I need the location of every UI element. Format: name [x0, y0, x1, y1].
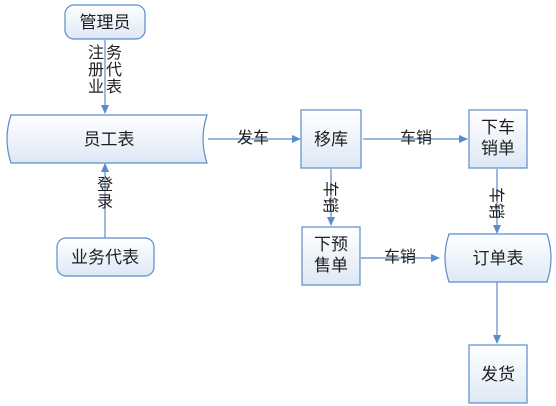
- edge-label-login: 登录: [97, 175, 113, 211]
- node-ship-label: 发货: [481, 365, 515, 385]
- node-presale-note-label: 下预售单: [314, 235, 348, 276]
- edge-label-car-sales-2: 车销: [321, 181, 340, 213]
- edge-label-car-sales-1: 车销: [400, 128, 432, 147]
- edge-label-register-agent: 注册业务代表: [88, 43, 122, 96]
- edge-labels: 注册业务代表 登录 发车 车销 车销 车销 车销: [88, 43, 506, 266]
- node-sales-note: [468, 109, 528, 169]
- node-admin-label: 管理员: [80, 13, 131, 33]
- node-order-table: [444, 233, 552, 283]
- node-agent-label: 业务代表: [71, 248, 139, 268]
- node-employee-table-label: 员工表: [84, 130, 135, 150]
- edges: [101, 40, 501, 344]
- node-labels: 管理员 员工表 移库 下车销单 下预售单 订单表 业务代表 发货: [71, 13, 524, 385]
- node-order-table-label: 订单表: [473, 249, 524, 269]
- edge-label-car-sales-3: 车销: [487, 187, 506, 219]
- nodes: [6, 4, 552, 404]
- node-agent: [56, 237, 155, 277]
- node-transfer: [300, 109, 362, 169]
- edge-label-car-sales-4: 车销: [384, 247, 416, 266]
- node-admin: [64, 4, 146, 40]
- node-employee-table: [6, 114, 208, 164]
- edge-label-dispatch: 发车: [237, 128, 269, 147]
- node-sales-note-label: 下车销单: [481, 118, 515, 159]
- node-ship: [468, 344, 528, 404]
- node-presale-note: [301, 226, 361, 286]
- node-transfer-label: 移库: [314, 130, 348, 150]
